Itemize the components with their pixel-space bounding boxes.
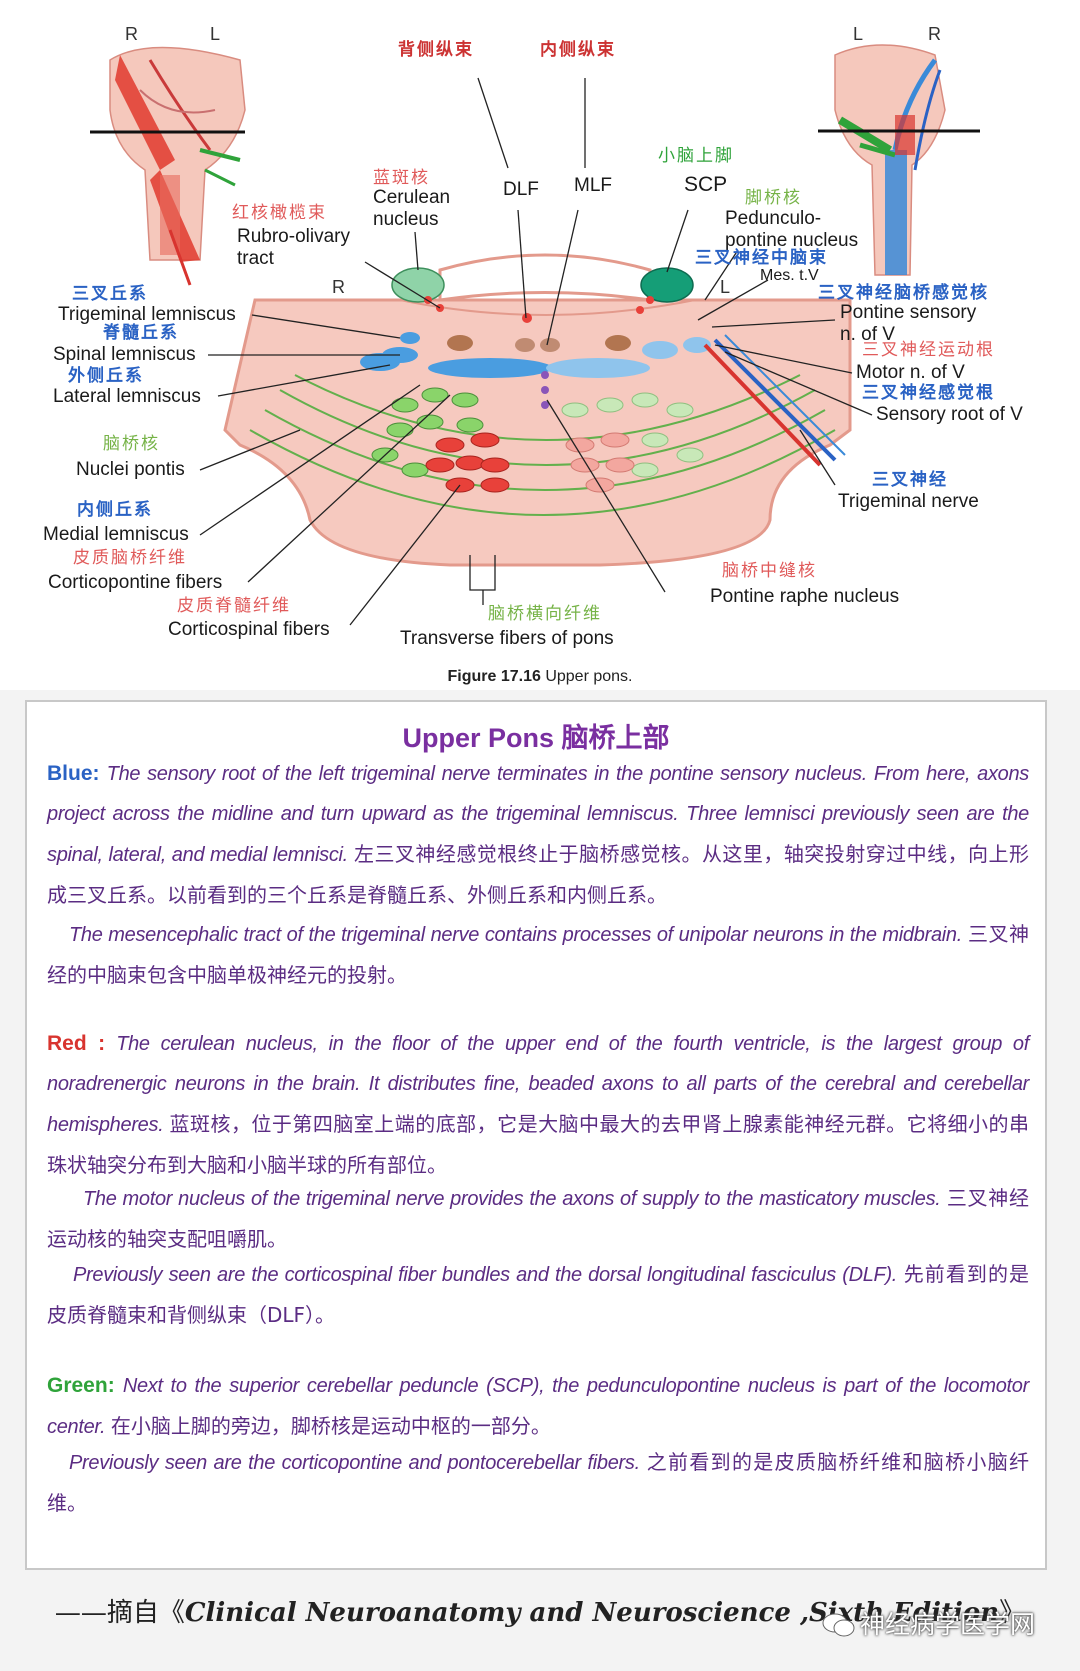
mes-cn-label: 三叉神经中脑束 — [695, 248, 828, 268]
watermark: 神经病学医学网 — [860, 1611, 1036, 1639]
red-en-1: The cerulean nucleus, in the floor of th… — [47, 1033, 1029, 1136]
mes-en-label: Mes. t.V — [760, 267, 819, 284]
blue-en-2: The mesencephalic tract of the trigemina… — [69, 924, 962, 946]
pontine-sensory-en-label-2: n. of V — [840, 324, 895, 345]
corticospinal-en-label: Corticospinal fibers — [168, 619, 330, 640]
cerulean-en-label-2: nucleus — [373, 209, 439, 230]
orient-right-l: L — [853, 24, 864, 44]
motor-en-label: Motor n. of V — [856, 362, 965, 383]
mlf-cn-label: 内侧纵束 — [540, 40, 616, 60]
dlf-label: DLF — [503, 179, 539, 200]
left-brainstem-thumbnail — [90, 46, 246, 286]
figure-caption: Figure 17.16 Upper pons. — [0, 668, 1080, 686]
green-paragraph: Green: Next to the superior cerebellar p… — [47, 1366, 1029, 1447]
dlf-cn-label: 背侧纵束 — [398, 40, 474, 60]
orient-right-r: R — [928, 24, 941, 44]
blue-cn-1: 左三叉神经感觉根终止于脑桥感觉核。从这里，轴突投射穿过中线，向上形成三叉丘系。以… — [47, 842, 1029, 907]
pedunculo-cn-label: 脚桥核 — [745, 188, 802, 208]
corticospinal-cn-label: 皮质脊髓纤维 — [177, 596, 291, 616]
scp-cn-label: 小脑上脚 — [658, 146, 734, 166]
blue-paragraph-2: The mesencephalic tract of the trigemina… — [47, 914, 1029, 996]
lateral-lem-cn-label: 外侧丘系 — [68, 366, 144, 386]
spinal-lem-en-label: Spinal lemniscus — [53, 344, 196, 365]
raphe-en-label: Pontine raphe nucleus — [710, 586, 900, 607]
explanation-box: Upper Pons 脑桥上部 Blue: The sensory root o… — [25, 700, 1047, 1570]
green-cn-1: 在小脑上脚的旁边，脚桥核是运动中枢的一部分。 — [110, 1414, 551, 1438]
blue-keyword: Blue: — [47, 762, 100, 785]
red-cn-2: 三叉神经运动核的轴突支配咀嚼肌。 — [47, 1186, 1030, 1251]
corticopontine-cn-label: 皮质脑桥纤维 — [73, 548, 187, 568]
transverse-cn-label: 脑桥横向纤维 — [488, 604, 602, 624]
red-paragraph: Red : The cerulean nucleus, in the floor… — [47, 1024, 1029, 1186]
transverse-en-label: Transverse fibers of pons — [400, 628, 614, 649]
red-en-3: Previously seen are the corticospinal fi… — [73, 1264, 898, 1286]
scp-label: SCP — [684, 173, 728, 196]
box-title: Upper Pons 脑桥上部 — [402, 723, 670, 753]
source-prefix: ——摘自《 — [54, 1598, 185, 1628]
blue-paragraph: Blue: The sensory root of the left trige… — [47, 754, 1029, 916]
pons-cross-section — [223, 253, 852, 567]
medial-lem-en-label: Medial lemniscus — [43, 524, 189, 545]
right-brainstem-thumbnail — [818, 44, 980, 276]
motor-cn-label: 三叉神经运动根 — [862, 340, 995, 360]
green-paragraph-2: Previously seen are the corticopontine a… — [47, 1442, 1029, 1524]
nuclei-pontis-en-label: Nuclei pontis — [76, 459, 185, 480]
red-keyword: Red : — [47, 1032, 106, 1055]
trig-lem-en-label: Trigeminal lemniscus — [58, 304, 236, 325]
rubro-en-label-1: Rubro-olivary — [237, 226, 350, 247]
sensory-root-cn-label: 三叉神经感觉根 — [862, 383, 995, 403]
corticopontine-en-label: Corticopontine fibers — [48, 572, 223, 593]
leader-lines — [199, 77, 873, 626]
upper-pons-diagram — [90, 44, 980, 626]
spinal-lem-cn-label: 脊髓丘系 — [103, 323, 179, 343]
red-cn-3: 先前看到的是皮质脊髓束和背侧纵束（DLF）。 — [47, 1262, 1030, 1327]
cerulean-en-label-1: Cerulean — [373, 187, 451, 208]
orient-section-r: R — [332, 277, 345, 297]
green-keyword: Green: — [47, 1374, 115, 1397]
pedunculo-en-label-2: pontine nucleus — [725, 230, 859, 251]
caption-text: Upper pons. — [545, 668, 633, 685]
pontine-sensory-en-label-1: Pontine sensory — [840, 302, 977, 323]
orient-left-r: R — [125, 24, 138, 44]
source-suffix: 》 — [999, 1598, 1026, 1628]
caption-label: Figure 17.16 — [447, 668, 541, 685]
medial-lem-cn-label: 内侧丘系 — [77, 500, 153, 520]
figure: R L L R R L 背侧纵束 内侧纵束 DLF MLF 小脑上脚 SCP 蓝… — [0, 0, 1080, 690]
lateral-lem-en-label: Lateral lemniscus — [53, 386, 201, 407]
orient-section-l: L — [720, 277, 731, 297]
wechat-icon — [822, 1613, 855, 1637]
raphe-cn-label: 脑桥中缝核 — [722, 561, 817, 581]
green-en-2: Previously seen are the corticopontine a… — [69, 1452, 640, 1474]
red-paragraph-3: Previously seen are the corticospinal fi… — [47, 1254, 1029, 1336]
cerulean-cn-label: 蓝斑核 — [373, 168, 430, 188]
red-cn-1: 蓝斑核，位于第四脑室上端的底部，它是大脑中最大的去甲肾上腺素能神经元群。它将细小… — [47, 1112, 1030, 1177]
source-citation: ——摘自《Clinical Neuroanatomy and Neuroscie… — [0, 1592, 1080, 1629]
trig-nerve-en-label: Trigeminal nerve — [838, 491, 979, 512]
source-book: Clinical Neuroanatomy and Neuroscience ,… — [184, 1598, 1000, 1628]
blue-cn-2: 三叉神经的中脑束包含中脑单极神经元的投射。 — [47, 922, 1030, 987]
nuclei-pontis-cn-label: 脑桥核 — [103, 434, 160, 454]
sensory-root-en-label: Sensory root of V — [876, 404, 1023, 425]
pedunculo-en-label-1: Pedunculo- — [725, 208, 822, 229]
green-cn-2: 之前看到的是皮质脑桥纤维和脑桥小脑纤维。 — [47, 1450, 1030, 1515]
trig-lem-cn-label: 三叉丘系 — [72, 284, 148, 304]
blue-en-1: The sensory root of the left trigeminal … — [47, 763, 1029, 866]
pontine-sensory-cn-label: 三叉神经脑桥感觉核 — [818, 283, 989, 303]
red-en-2: The motor nucleus of the trigeminal nerv… — [83, 1188, 941, 1210]
red-paragraph-2: The motor nucleus of the trigeminal nerv… — [47, 1178, 1029, 1260]
trig-nerve-cn-label: 三叉神经 — [872, 470, 948, 490]
rubro-en-label-2: tract — [237, 248, 274, 269]
rubro-cn-label: 红核橄榄束 — [232, 203, 327, 223]
mlf-label: MLF — [574, 175, 612, 196]
green-en-1: Next to the superior cerebellar peduncle… — [47, 1375, 1029, 1438]
orient-left-l: L — [210, 24, 221, 44]
